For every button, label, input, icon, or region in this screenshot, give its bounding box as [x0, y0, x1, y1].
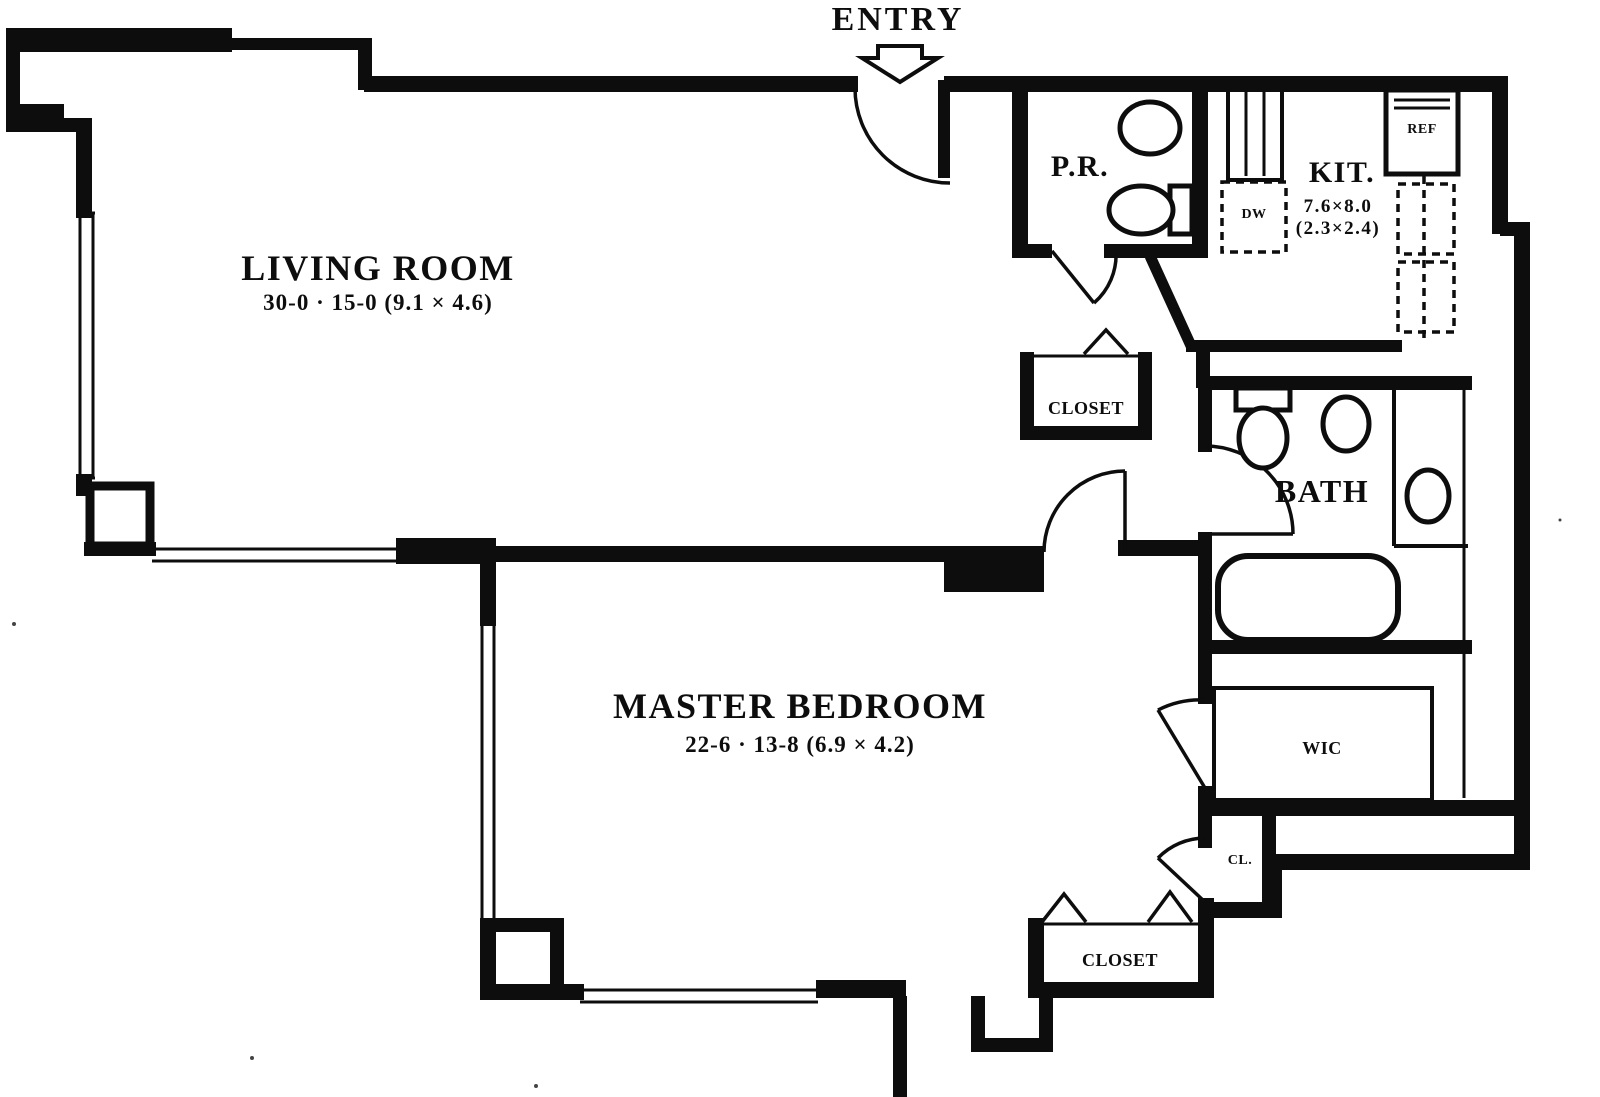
dishwasher-icon — [1220, 180, 1288, 254]
kitchen-dims-m: (2.3×2.4) — [1296, 218, 1380, 239]
bath-sink2-icon — [1404, 467, 1452, 525]
bedroom-door-arc — [1042, 469, 1126, 553]
refrigerator-icon — [1383, 87, 1461, 177]
cl-door-leaf — [1156, 856, 1207, 904]
powder-room-door-leaf — [1050, 249, 1096, 305]
cl-label: CL. — [1228, 853, 1252, 868]
living-room-label: LIVING ROOM — [241, 248, 515, 288]
counter-appliance-icon — [1396, 260, 1456, 334]
bath-label: BATH — [1275, 473, 1369, 509]
pr-toilet-icon — [1106, 183, 1176, 237]
closet-bifold-icon — [1146, 889, 1194, 924]
bath-sink-icon — [1320, 394, 1372, 454]
wic-door-leaf — [1156, 709, 1207, 789]
dishwasher-label: DW — [1241, 207, 1266, 222]
bathtub-icon — [1215, 553, 1401, 643]
counter-appliance-icon — [1396, 182, 1456, 256]
closet-bifold-icon — [1040, 891, 1088, 924]
windows — [78, 211, 818, 1004]
scan-noise — [12, 518, 1562, 1088]
living-room-dims: 30-0 · 15-0 (9.1 × 4.6) — [263, 290, 493, 315]
cl-door-arc — [1156, 836, 1206, 860]
pr-sink-icon — [1117, 99, 1183, 157]
wic-door-arc — [1157, 698, 1206, 712]
bath-toilet-icon — [1236, 405, 1290, 471]
powder-room-label: P.R. — [1051, 150, 1109, 183]
kitchen-dims-ft: 7.6×8.0 — [1304, 196, 1373, 217]
refrigerator-label: REF — [1407, 122, 1437, 137]
master-bedroom-dims: 22-6 · 13-8 (6.9 × 4.2) — [685, 732, 915, 757]
entry-door-arc — [853, 87, 951, 185]
closet-bifold-icon — [1082, 327, 1130, 356]
structural-column — [85, 481, 155, 551]
bedroom-closet-label: CLOSET — [1082, 950, 1158, 970]
fixtures — [1026, 86, 1468, 926]
doors — [853, 87, 1295, 924]
wic-label: WIC — [1302, 738, 1342, 758]
master-bedroom-label: MASTER BEDROOM — [613, 686, 987, 726]
bath-door-arc — [1204, 444, 1295, 535]
kitchen-label: KIT. — [1309, 156, 1375, 189]
kitchen-angled-wall — [1144, 253, 1198, 351]
kitchen-cabinet-icon — [1226, 86, 1284, 182]
entry-label: ENTRY — [832, 1, 965, 38]
hall-closet-label: CLOSET — [1048, 398, 1124, 418]
entry-arrow-icon — [855, 44, 945, 85]
powder-room-door-arc — [1092, 250, 1118, 305]
wic-shelf-outline — [1212, 686, 1434, 802]
